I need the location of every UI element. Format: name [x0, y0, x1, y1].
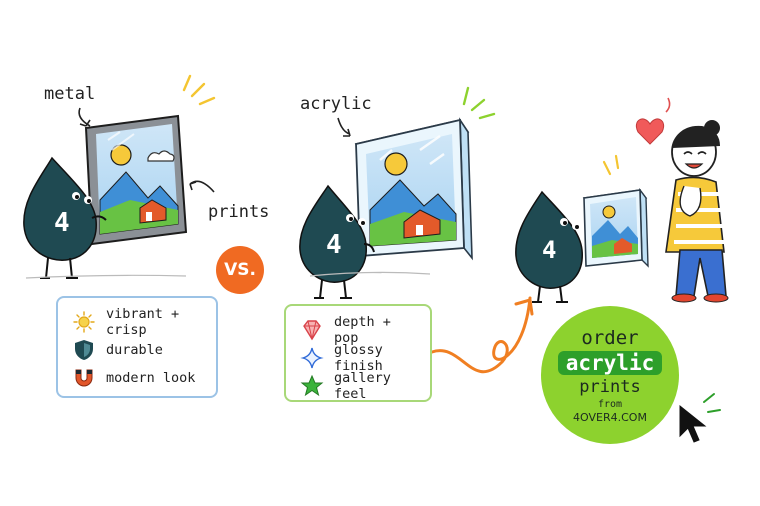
cta-line-prints: prints [579, 377, 641, 397]
metal-feature-text: vibrant + crisp [106, 306, 180, 338]
mascot-2-number: 4 [326, 230, 342, 260]
vs-badge: VS. [216, 246, 264, 294]
acrylic-feature-text: depth + pop [334, 314, 391, 346]
sun-icon [72, 311, 96, 333]
sparkle-icon [300, 347, 324, 369]
metal-feature-row: durable [72, 336, 204, 364]
cursor-icon [679, 393, 721, 443]
cta-line-order: order [581, 327, 639, 349]
acrylic-feature-text: gallery feel [334, 370, 391, 402]
acrylic-feature-text: glossy finish [334, 342, 383, 374]
order-acrylic-cta[interactable]: order acrylic prints from 4OVER4.COM [541, 306, 679, 444]
metal-feature-row: vibrant + crisp [72, 306, 204, 338]
acrylic-features-card: depth + pop glossy finish gallery feel [284, 304, 432, 402]
star-icon [300, 375, 324, 397]
small-acrylic-print [582, 187, 649, 268]
mascot-drop-3 [515, 190, 583, 303]
metal-feature-text: durable [106, 342, 163, 358]
metal-feature-row: modern look [72, 364, 204, 392]
cta-website[interactable]: 4OVER4.COM [573, 411, 647, 424]
acrylic-feature-row: depth + pop [300, 314, 418, 346]
metal-label: metal [44, 84, 96, 104]
shield-icon [72, 339, 96, 361]
mascot-3-number: 4 [542, 236, 557, 264]
magnet-icon [72, 367, 96, 389]
cta-line-acrylic: acrylic [557, 351, 663, 375]
mascot-drop-1 [23, 156, 107, 279]
acrylic-label: acrylic [300, 94, 372, 114]
acrylic-feature-row: glossy finish [300, 342, 418, 374]
mascot-1-number: 4 [54, 208, 70, 238]
cta-line-from: from [597, 399, 623, 410]
happy-customer-figure [665, 120, 729, 303]
metal-feature-text: modern look [106, 370, 196, 386]
metal-print [84, 114, 188, 246]
metal-features-card: vibrant + crisp durable modern look [56, 296, 218, 398]
prints-label: prints [208, 202, 270, 222]
gem-icon [300, 319, 324, 341]
acrylic-feature-row: gallery feel [300, 370, 418, 402]
acrylic-print [354, 117, 473, 261]
mascot-drop-2 [299, 184, 375, 299]
